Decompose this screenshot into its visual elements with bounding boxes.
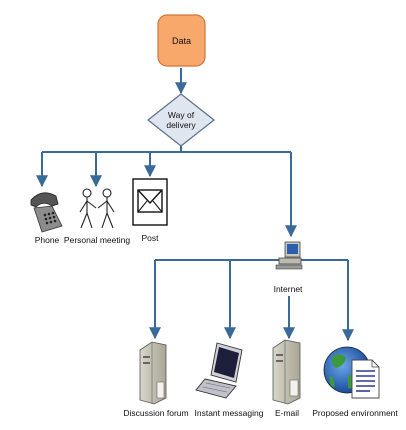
internet-label: Internet: [274, 284, 303, 294]
personal-meeting-label: Personal meeting: [64, 235, 130, 245]
data-node: Data: [157, 14, 206, 67]
envelope-icon: [132, 178, 168, 226]
email-label: E-mail: [275, 408, 299, 418]
way-of-delivery-line1: Way of: [168, 110, 195, 120]
instant-messaging-label: Instant messaging: [195, 408, 264, 418]
post-label: Post: [141, 233, 159, 243]
data-box: [157, 14, 206, 67]
globe-document-icon: [323, 346, 380, 399]
mail-server-icon: [272, 339, 301, 405]
computer-icon: [275, 241, 303, 270]
phone-icon: [30, 192, 63, 233]
decision-diamond: [147, 93, 215, 147]
server-icon: [139, 341, 167, 405]
handshake-icon: [79, 188, 115, 229]
data-label: Data: [172, 36, 191, 46]
connectors: [36, 68, 354, 342]
discussion-forum-label: Discussion forum: [123, 408, 188, 418]
laptop-icon: [195, 342, 243, 399]
way-of-delivery-node: Way of delivery: [147, 93, 215, 147]
phone-label: Phone: [35, 235, 60, 245]
way-of-delivery-line2: delivery: [166, 120, 196, 130]
proposed-environment-label: Proposed environment: [312, 408, 398, 418]
